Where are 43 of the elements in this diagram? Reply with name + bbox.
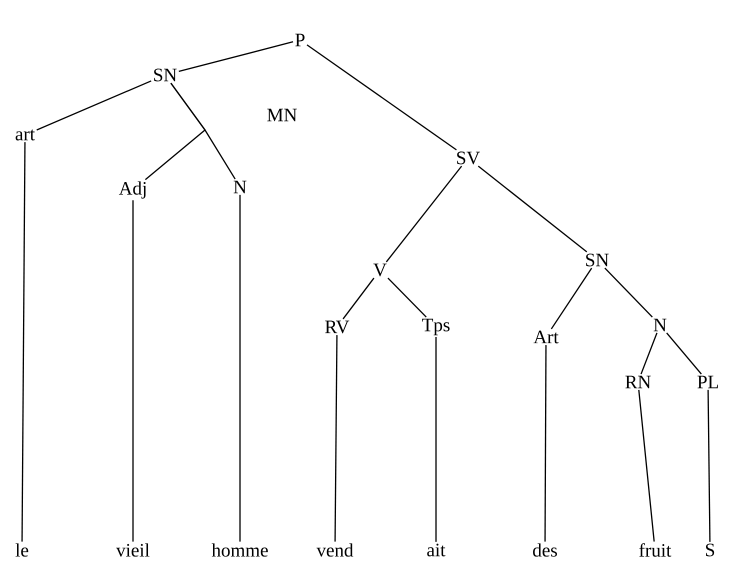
tree-branch (21, 142, 26, 542)
tree-node-label: Tps (422, 318, 450, 336)
tree-branch (342, 278, 374, 320)
tree-node-label: Adj (118, 181, 146, 199)
tree-branch (478, 166, 588, 252)
node-label: MN (267, 108, 297, 122)
tree-branch (544, 345, 547, 542)
tree-branch (386, 166, 462, 262)
word-label: S (706, 544, 714, 556)
tree-node-label: SN (154, 68, 177, 82)
tree-branch (707, 390, 711, 542)
tree-branch (334, 335, 338, 542)
tree-branch (132, 200, 134, 542)
tree-node-label: SV (457, 152, 480, 164)
tree-node-label: SN (586, 254, 609, 266)
tree-node-label: PL (697, 376, 718, 388)
tree-node-label: N (654, 318, 666, 332)
tree-branch (640, 332, 658, 374)
word-label: ait (427, 544, 446, 556)
word-label: homme (212, 543, 268, 557)
tree-branch (435, 336, 437, 542)
tree-branch (387, 278, 427, 318)
tree-branch (604, 268, 653, 318)
tree-branch (550, 268, 592, 330)
tree-branch (666, 332, 702, 374)
word-label: fruit (639, 543, 672, 557)
tree-node-label: V (373, 264, 387, 276)
tree-branch (36, 80, 152, 131)
tree-node-label: RN (625, 376, 651, 388)
word-label: vieil (116, 543, 150, 557)
tree-branch (178, 41, 294, 72)
tree-node-label: P (295, 34, 305, 46)
tree-node-label: RV (325, 320, 350, 334)
word-label: le (16, 543, 28, 557)
word-label: vend (316, 543, 354, 557)
tree-branch (638, 390, 655, 542)
tree-branch (170, 82, 236, 180)
tree-branch (239, 194, 241, 542)
tree-node-label: Art (534, 330, 559, 344)
tree-node-label: art (16, 130, 35, 140)
tree-node-label: N (234, 180, 246, 194)
tree-branch (306, 44, 457, 150)
word-label: des (533, 543, 557, 557)
